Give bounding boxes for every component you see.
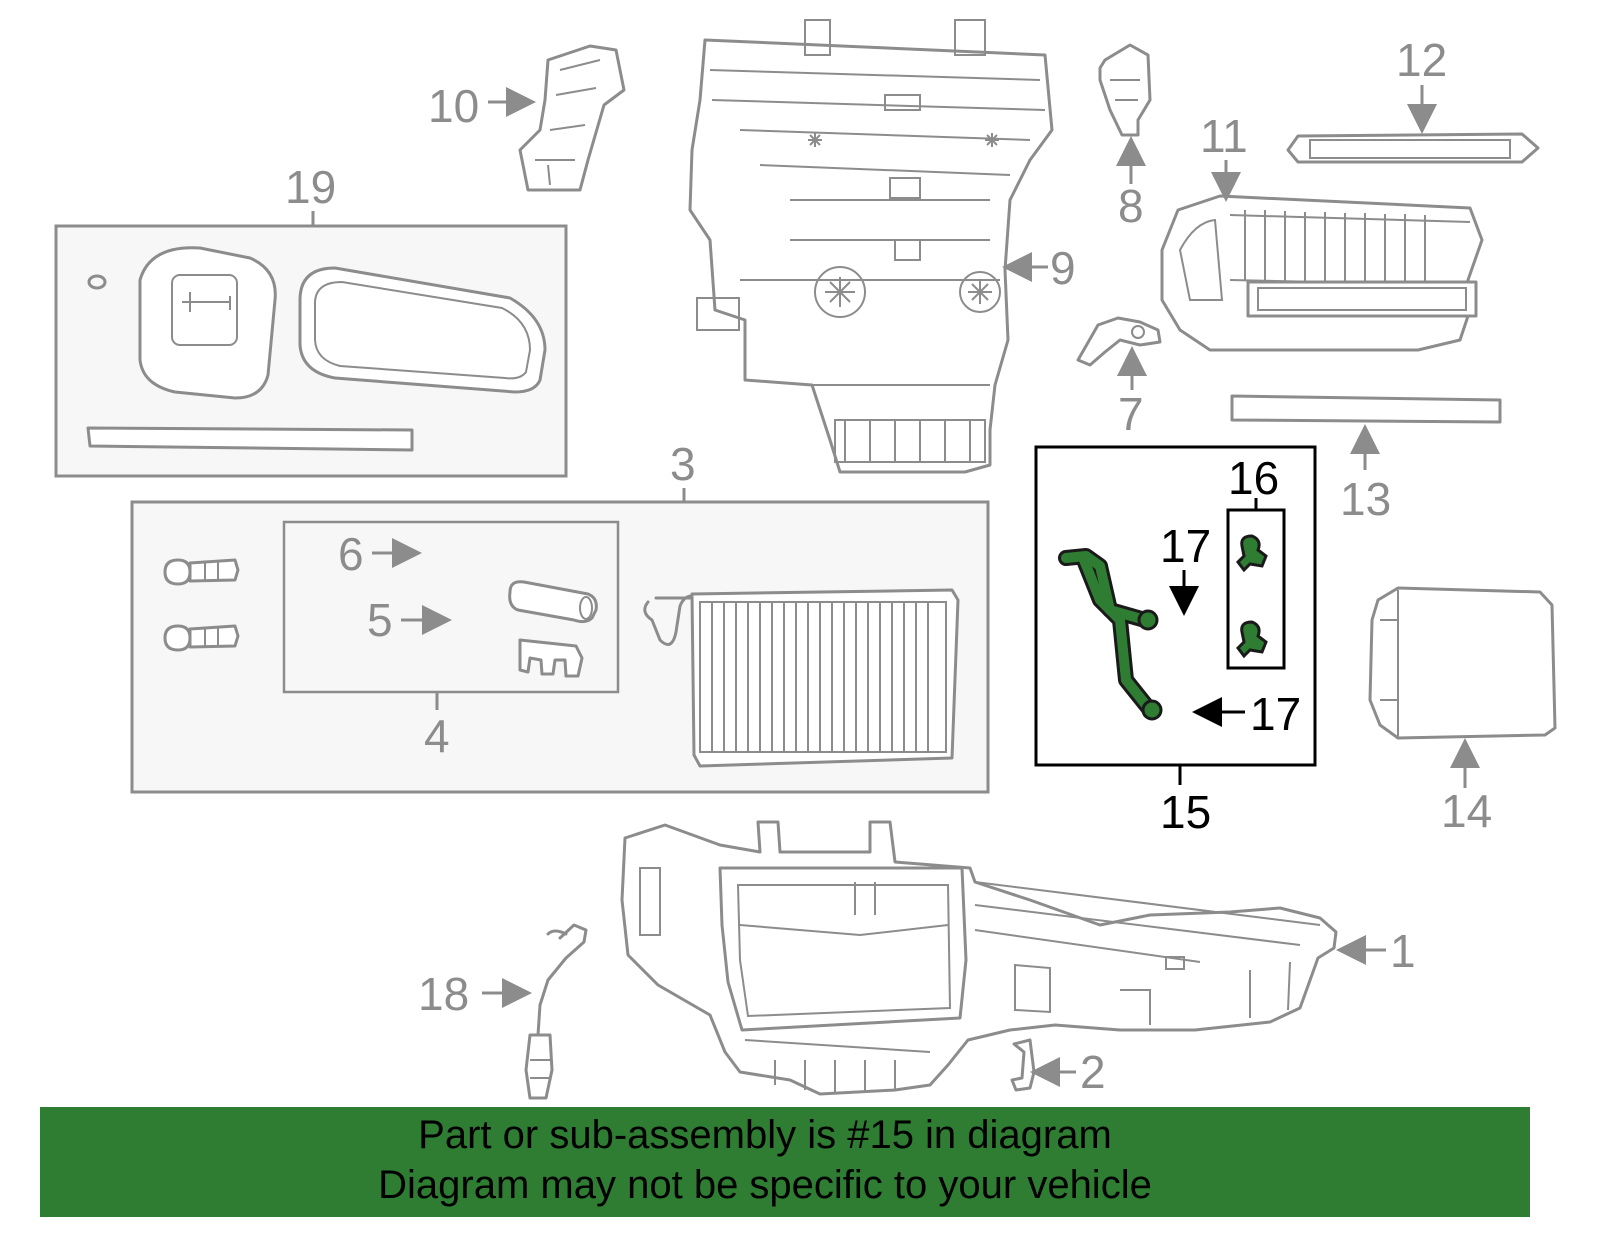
part-1 [620, 820, 1338, 1096]
callout-10: 10 [428, 80, 479, 132]
callout-14: 14 [1441, 785, 1492, 837]
part-13 [1230, 394, 1502, 424]
callout-16: 16 [1228, 452, 1279, 504]
part-18 [524, 923, 588, 1100]
footer-line-2: Diagram may not be specific to your vehi… [378, 1163, 1152, 1207]
part-7 [1076, 316, 1162, 367]
callout-13: 13 [1340, 473, 1391, 525]
callout-17-bottom: 17 [1250, 688, 1301, 740]
callout-12: 12 [1396, 34, 1447, 86]
part-10 [518, 44, 626, 192]
part-11 [1160, 194, 1484, 352]
part-12 [1286, 132, 1540, 164]
callout-3: 3 [670, 438, 696, 490]
callout-15: 15 [1160, 786, 1211, 838]
callout-19: 19 [285, 161, 336, 213]
box-4 [282, 520, 620, 694]
part-2 [1010, 1038, 1036, 1092]
callout-2: 2 [1080, 1046, 1106, 1098]
callout-17-top: 17 [1160, 520, 1211, 572]
callout-7: 7 [1118, 388, 1144, 440]
footer-line-1: Part or sub-assembly is #15 in diagram [418, 1113, 1112, 1157]
callout-11: 11 [1200, 110, 1248, 162]
callout-4: 4 [424, 710, 450, 762]
part-9 [688, 19, 1054, 474]
part-8 [1098, 43, 1152, 137]
callout-8: 8 [1118, 180, 1144, 232]
box-19 [54, 224, 568, 478]
callout-6: 6 [338, 528, 364, 580]
box-16 [1226, 508, 1286, 670]
footer-banner: Part or sub-assembly is #15 in diagram D… [40, 1107, 1530, 1217]
part-14 [1368, 586, 1557, 740]
callout-9: 9 [1050, 242, 1076, 294]
callout-1: 1 [1390, 925, 1416, 977]
callout-18: 18 [418, 968, 469, 1020]
callout-5: 5 [367, 594, 393, 646]
